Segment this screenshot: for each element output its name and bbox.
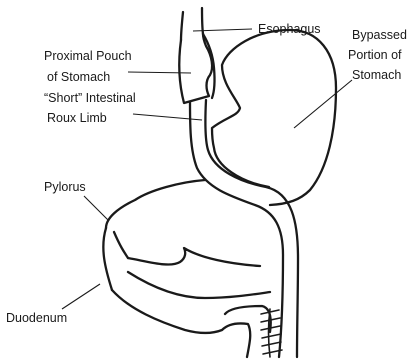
label-roux-line1: “Short” Intestinal: [44, 91, 136, 105]
remnant-fold: [128, 248, 260, 266]
label-esophagus: Esophagus: [258, 22, 321, 36]
label-bypassed-line3: Stomach: [352, 68, 401, 82]
bypassed-stomach-leader: [294, 80, 352, 128]
label-bypassed-line2: Portion of: [348, 48, 402, 62]
roux-limb-leader: [133, 114, 202, 120]
bypassed-stomach: [212, 30, 336, 205]
pylorus-leader: [84, 196, 109, 221]
label-proximal-pouch-line1: Proximal Pouch: [44, 49, 132, 63]
label-duodenum: Duodenum: [6, 311, 67, 325]
label-proximal-pouch-line2: of Stomach: [47, 70, 110, 84]
label-pylorus: Pylorus: [44, 180, 86, 194]
esophagus-right-wall: [202, 8, 203, 34]
staple-mark: [262, 334, 281, 338]
remnant-stomach: [103, 180, 260, 290]
pylorus-inner: [114, 232, 128, 258]
remnant-greater-curve: [106, 180, 205, 228]
duodenum-leader: [62, 284, 100, 309]
label-bypassed-line1: Bypassed: [352, 28, 407, 42]
duodenum-upper-wall: [128, 272, 270, 298]
duodenum-lower-wall: [112, 290, 250, 357]
pylorus-outer: [103, 228, 112, 290]
duodenum-lower-curve: [225, 306, 271, 332]
roux-limb-right-wall: [205, 100, 298, 357]
staple-mark: [262, 342, 281, 346]
duodenum-structure: [112, 272, 271, 357]
label-roux-line2: Roux Limb: [47, 111, 107, 125]
esophagus-left-wall: [181, 12, 183, 40]
esophagus-structure: [181, 8, 203, 40]
proximal-pouch-leader: [128, 72, 191, 73]
